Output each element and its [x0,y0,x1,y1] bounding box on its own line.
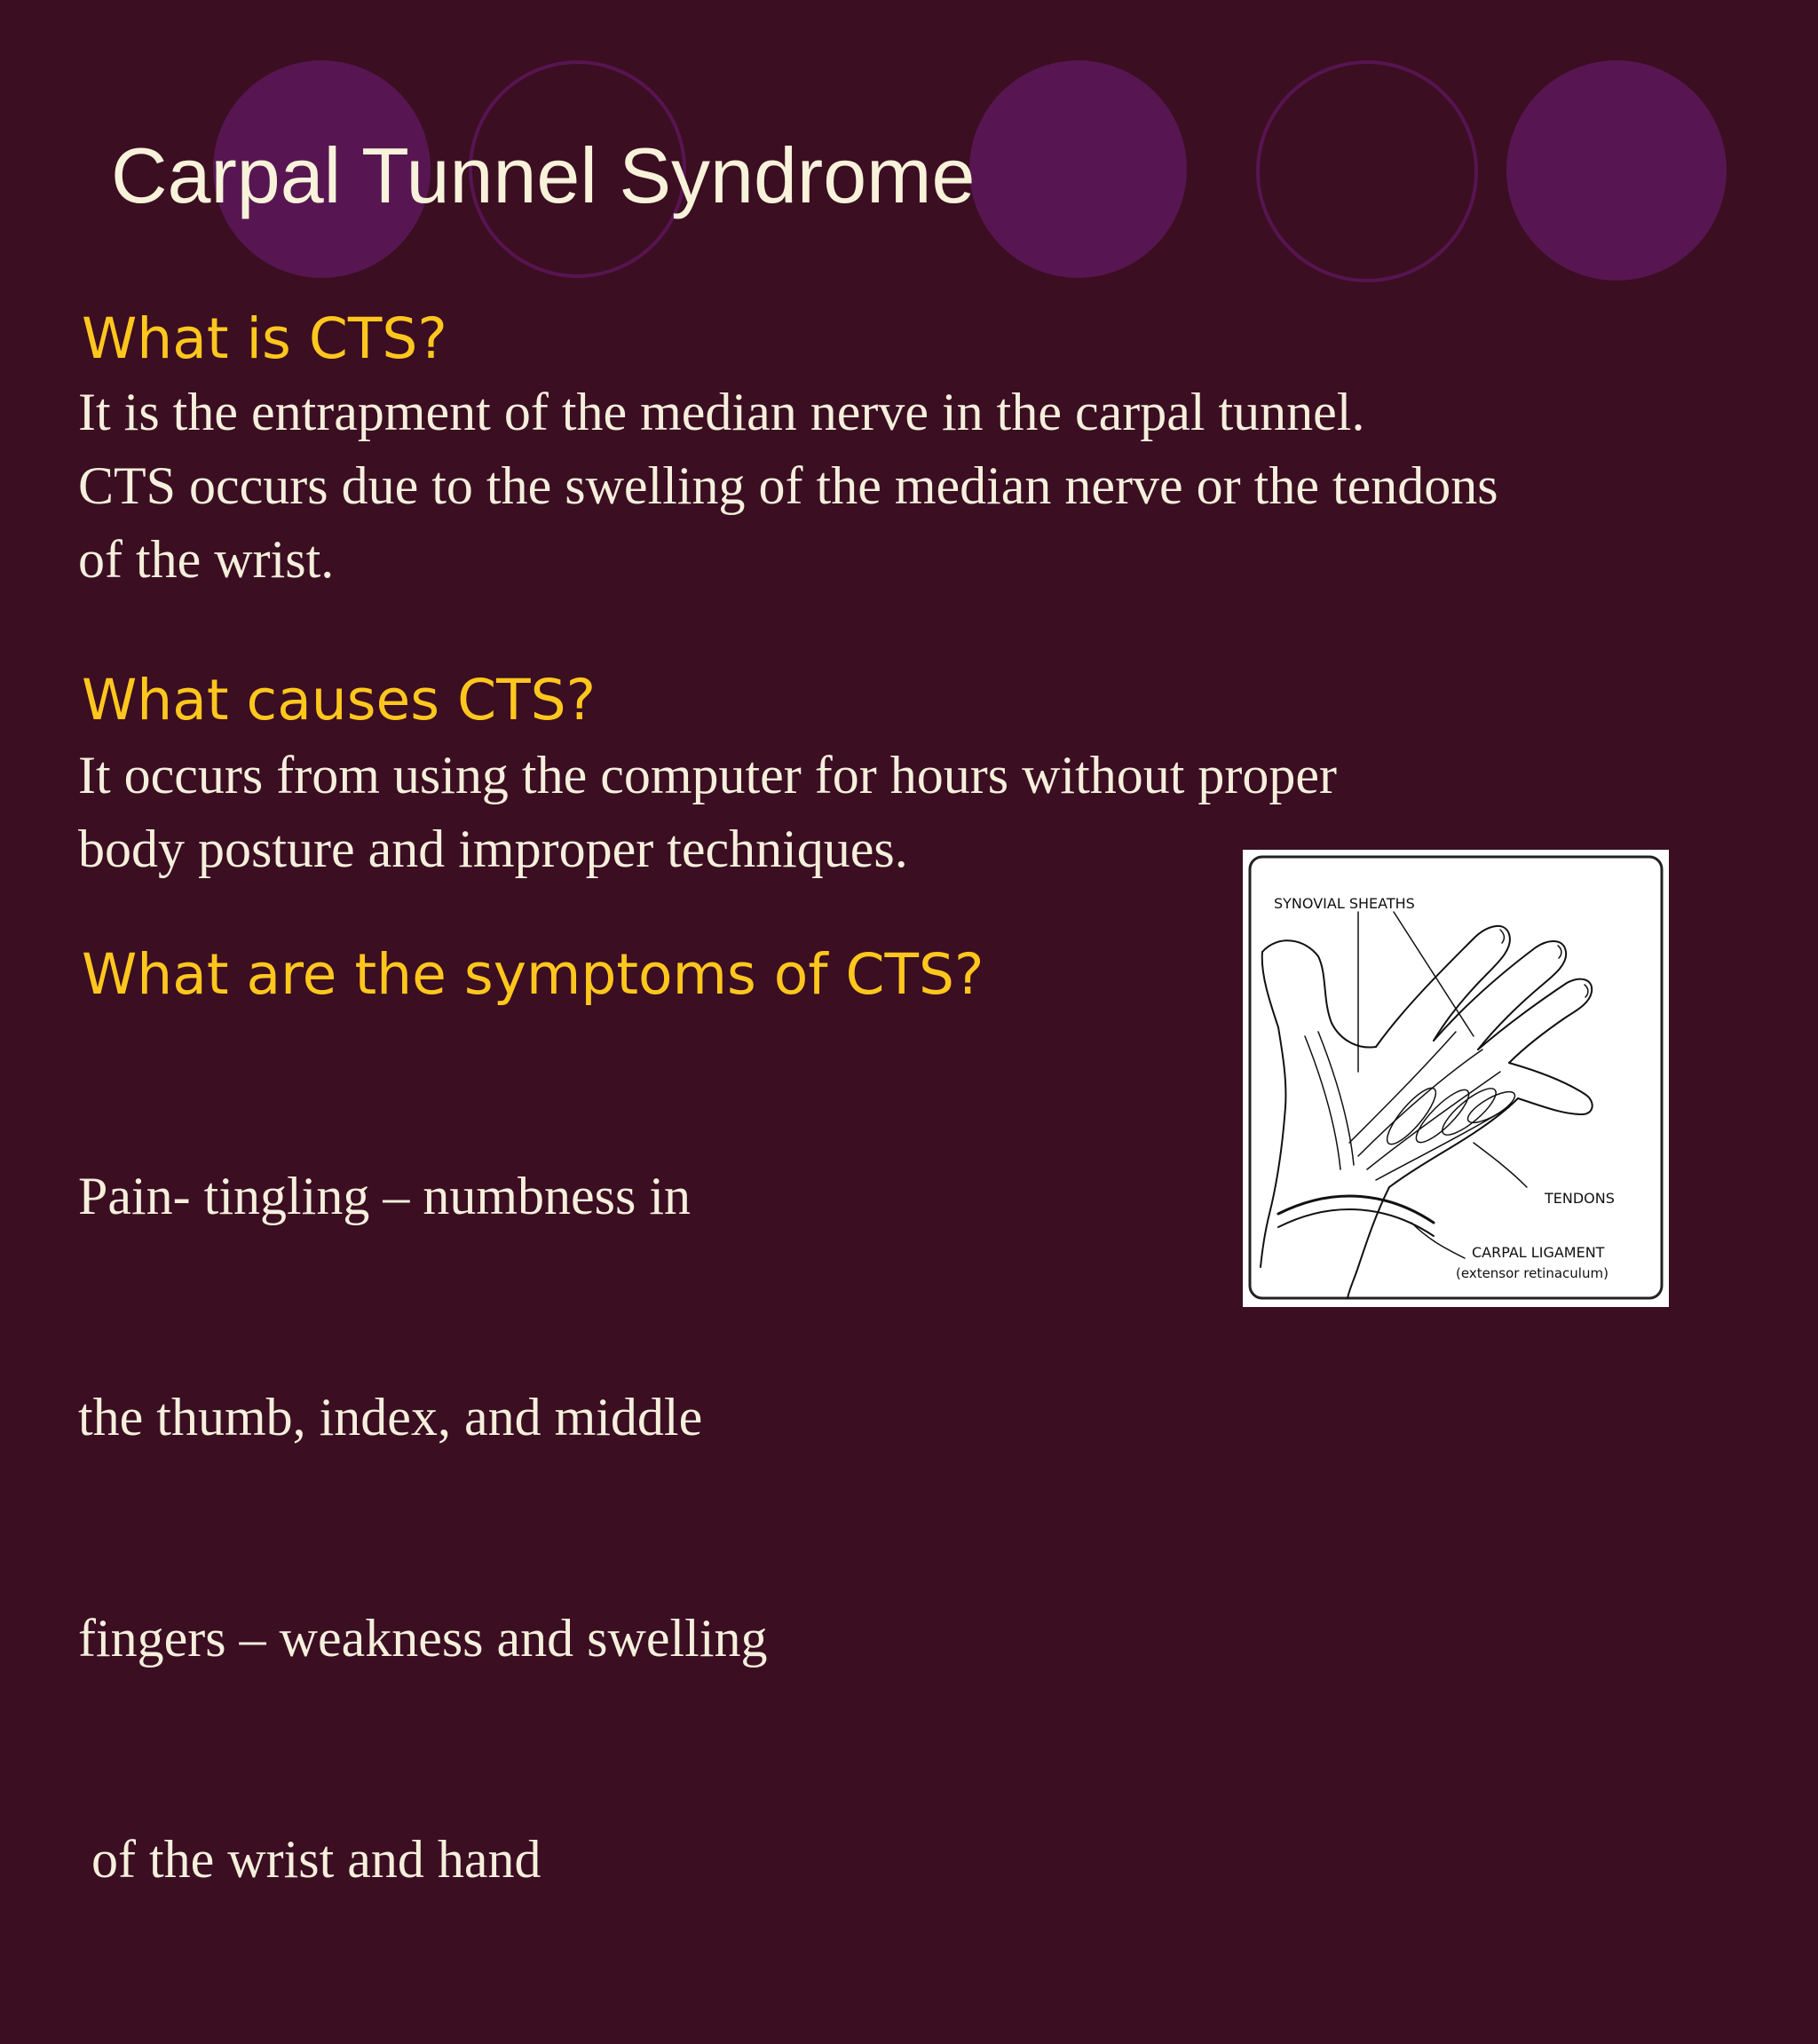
text-line: Pain- tingling – numbness in [78,1167,691,1225]
paragraph-symptoms-cts: Pain- tingling – numbness in the thumb, … [78,1012,767,2044]
paragraph-what-causes-cts: It occurs from using the computer for ho… [78,739,1337,886]
label-carpal-ligament: CARPAL LIGAMENT [1472,1244,1605,1261]
label-tendons: TENDONS [1544,1190,1615,1207]
text-line: the thumb, index, and middle [78,1388,703,1446]
paragraph-what-is-cts: It is the entrapment of the median nerve… [78,376,1498,597]
text-line: CTS occurs due to the swelling of the me… [78,456,1498,515]
slide-title: Carpal Tunnel Syndrome [111,131,976,219]
heading-symptoms-cts: What are the symptoms of CTS? [82,942,984,1007]
text-line: It occurs from using the computer for ho… [78,746,1337,804]
decor-circle-1 [213,60,431,278]
heading-what-causes-cts: What causes CTS? [82,668,597,733]
hand-anatomy-illustration: SYNOVIAL SHEATHS TENDONS CARPAL LIGAMENT… [1248,855,1664,1300]
text-line: fingers – weakness and swelling [78,1609,768,1668]
decor-circle-5 [1506,60,1727,281]
decor-circle-3 [969,60,1187,278]
heading-what-is-cts: What is CTS? [82,306,447,371]
text-line: of the wrist and hand [78,1830,541,1889]
text-line: body posture and improper techniques. [78,820,908,878]
text-line: It is the entrapment of the median nerve… [78,383,1365,441]
decor-circle-4 [1256,60,1478,282]
slide: Carpal Tunnel Syndrome What is CTS? It i… [78,60,1727,1889]
decor-circle-2 [469,60,686,278]
label-synovial-sheaths: SYNOVIAL SHEATHS [1274,895,1415,912]
text-line: of the wrist. [78,530,335,589]
label-carpal-ligament-sub: (extensor retinaculum) [1456,1265,1609,1281]
hand-anatomy-figure: SYNOVIAL SHEATHS TENDONS CARPAL LIGAMENT… [1243,850,1669,1307]
